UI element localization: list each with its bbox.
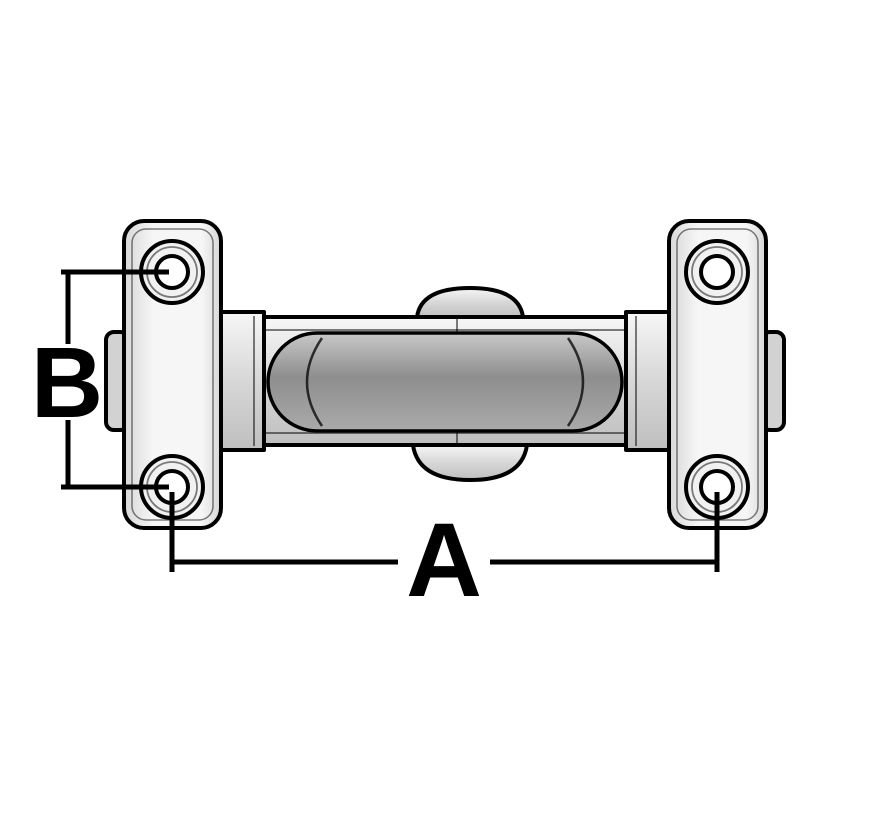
dimension-b: B: [31, 269, 169, 490]
top-boss: [415, 286, 525, 319]
dimension-a: A: [169, 492, 720, 619]
sheave-curve-right: [566, 337, 585, 427]
end-collar-right: [624, 310, 672, 452]
dimension-b-label: B: [31, 327, 103, 439]
dimension-a-label: A: [406, 502, 482, 619]
end-collar-left: [218, 310, 266, 452]
screw-hole-top-left: [139, 239, 205, 305]
bottom-boss: [411, 443, 529, 482]
sheave-curve-left: [305, 337, 324, 427]
sheave-wheel: [266, 331, 624, 433]
screw-hole-bottom-right: [684, 454, 750, 520]
pulley-artwork: [104, 219, 786, 530]
screw-hole-top-right: [684, 239, 750, 305]
